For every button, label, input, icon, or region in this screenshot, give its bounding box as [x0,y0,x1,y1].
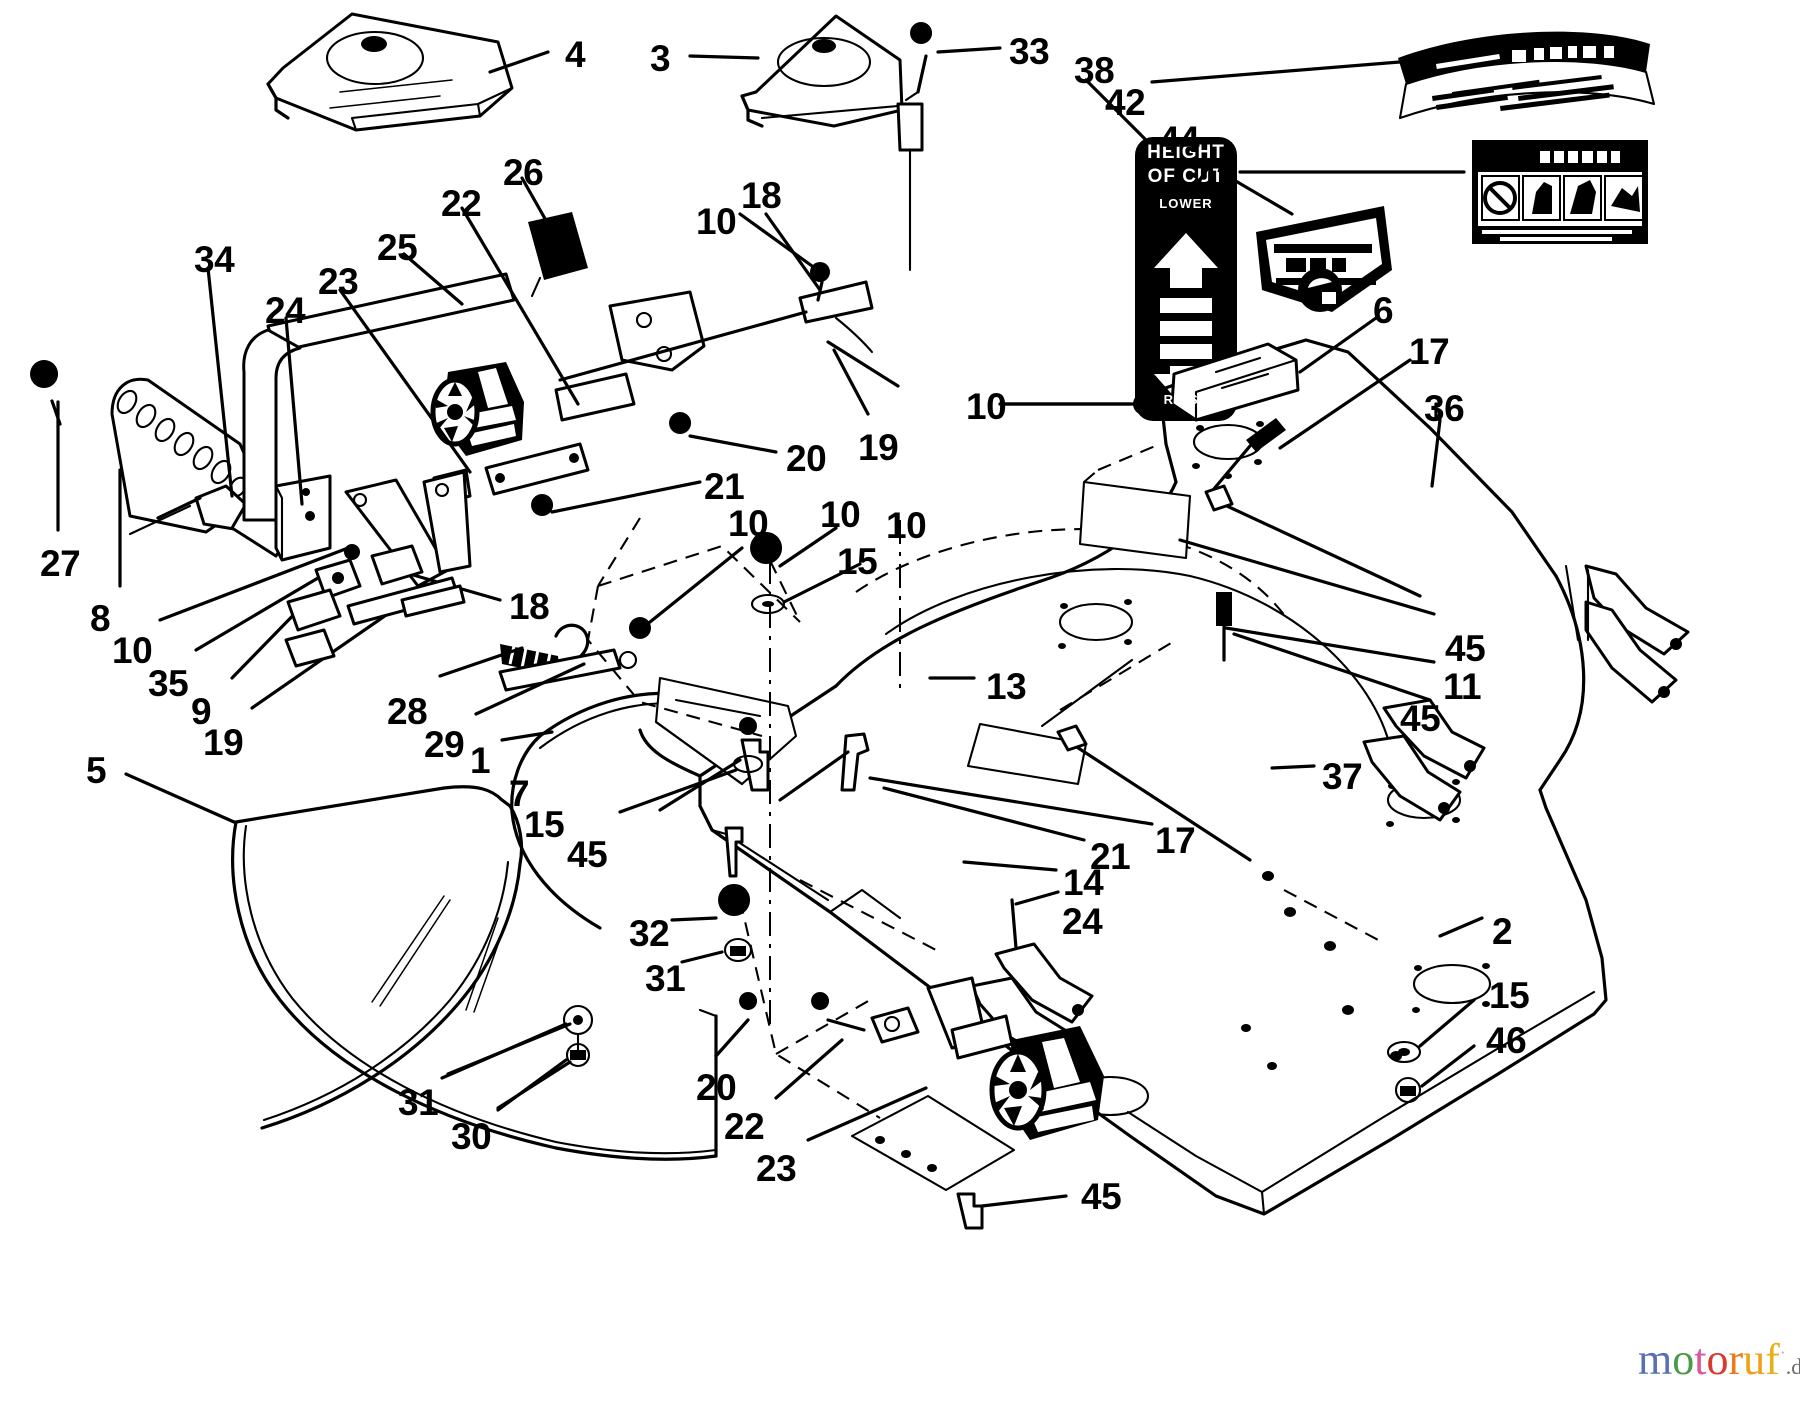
watermark-letter: o [1672,1335,1695,1384]
callout-number: 10 [820,494,861,535]
callout-number: 31 [398,1082,439,1123]
callout-number: 18 [741,175,782,216]
callout-number: 46 [1486,1020,1527,1061]
callout-number: 38 [1074,50,1115,91]
roller-lower [811,976,1104,1140]
callout-number: 10 [696,201,737,242]
callout-number: 11 [1443,666,1482,707]
decal-43-danger-plate [1472,140,1648,244]
callout-number: 15 [837,541,878,582]
callout-number: 15 [524,804,565,845]
callout-number: 15 [1489,975,1530,1016]
callout-number: 22 [724,1106,765,1147]
callout-number: 9 [191,691,212,732]
callout-number: 2 [1492,911,1513,952]
watermark-letter: r [1728,1335,1744,1384]
callout-number: 32 [629,913,670,954]
callout-number: 45 [1400,698,1441,739]
callout-number: 45 [1445,628,1486,669]
part-13-mower-deck [638,338,1608,1216]
callout-number: 43 [1196,158,1237,199]
left-linkage-parts [284,544,466,668]
callout-number: 13 [986,666,1027,707]
callout-number: 19 [203,722,244,763]
callout-number: 34 [194,239,235,280]
callout-number: 30 [451,1116,492,1157]
fasteners-group [56,46,1484,1230]
callout-number: 7 [509,773,530,814]
callout-number: 45 [567,834,608,875]
bracket-6-rear-mount [998,342,1300,662]
part-3-spindle-bracket [740,14,933,272]
callout-number: 10 [966,386,1007,427]
callout-number: 27 [40,543,81,584]
roller-upper [430,362,524,456]
watermark-dot-accent: · [1779,1342,1786,1363]
upper-lift-frame [242,212,706,588]
callout-number: 31 [645,958,686,999]
callout-number: 10 [112,630,153,671]
callout-number: 33 [1009,31,1050,72]
callout-number: 14 [1063,862,1104,903]
callout-number: 21 [1090,836,1131,877]
callout-number: 6 [1373,290,1394,331]
callout-number: 44 [1159,119,1200,160]
watermark-letter: o [1706,1335,1729,1384]
callout-number: 20 [696,1067,737,1108]
callout-number: 10 [728,503,769,544]
callout-number: 24 [265,290,306,331]
callout-number: 35 [148,663,189,704]
callout-number: 19 [858,427,899,468]
callout-number: 29 [424,724,465,765]
watermark-letter: t [1694,1335,1707,1384]
watermark-letter: m [1638,1335,1673,1384]
callout-number: 4 [565,34,586,75]
callout-number: 3 [650,38,671,79]
callout-number: 5 [86,750,107,791]
callout-number: 1 [470,740,491,781]
callout-number: 45 [1081,1176,1122,1217]
callout-number: 23 [318,261,359,302]
callout-number: 23 [756,1148,797,1189]
part-37-bracket [1362,698,1486,822]
callout-number: 8 [90,598,111,639]
callout-number: 10 [886,505,927,546]
decal-42-curved-warning [1398,31,1656,120]
rod-18-assembly [558,262,900,388]
watermark-letter: f [1765,1335,1780,1384]
callout-number: 42 [1105,82,1146,123]
callout-number: 25 [377,227,418,268]
part-4-pulley-cover [266,12,514,132]
callout-number: 22 [441,183,482,224]
decal-44-shield [1256,206,1392,312]
callout-number: 20 [786,438,827,479]
callout-number: 17 [1155,820,1196,861]
callout-number: 37 [1322,756,1363,797]
callout-number: 26 [503,152,544,193]
site-watermark: motoruf·.de [1638,1338,1800,1382]
watermark-suffix: .de [1785,1354,1800,1379]
callout-number: 17 [1409,331,1450,372]
callout-number: 28 [387,691,428,732]
callout-number: 36 [1424,388,1465,429]
part-36-caster-bracket [1564,564,1690,704]
callout-number: 24 [1062,901,1103,942]
callout-number: 21 [704,466,745,507]
watermark-letter: u [1743,1335,1766,1384]
callout-number: 18 [509,586,550,627]
